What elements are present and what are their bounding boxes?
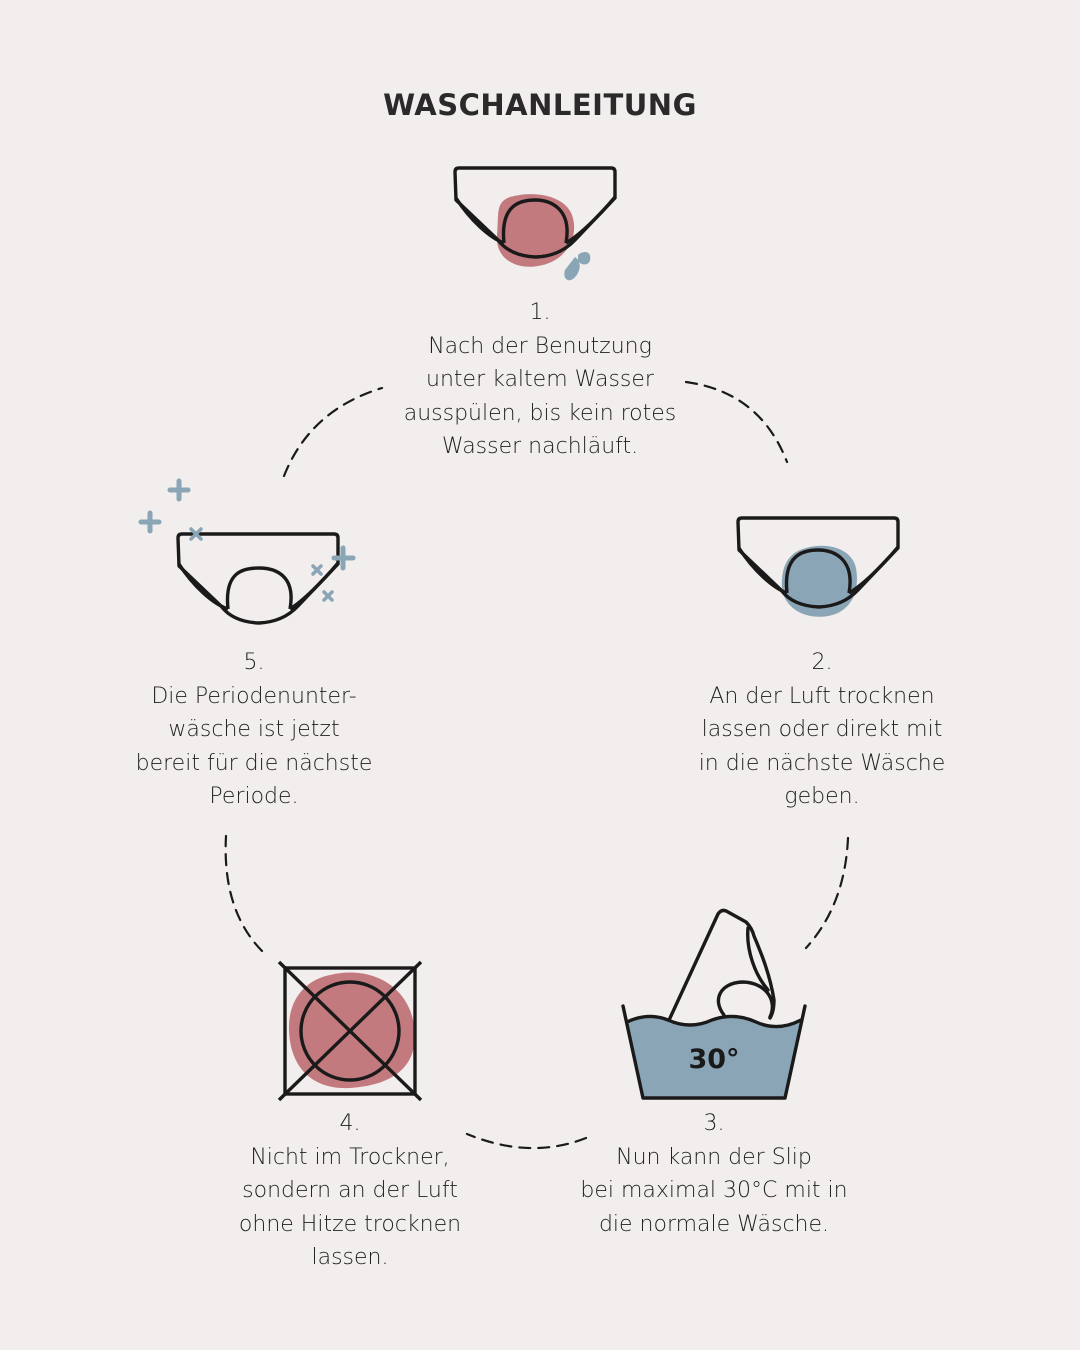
step-number: 3. <box>703 1111 725 1136</box>
arc-2-to-3 <box>804 836 850 950</box>
step-3: 3. Nun kann der Slip bei maximal 30°C mi… <box>564 1107 864 1241</box>
step-text-line: lassen. <box>311 1245 389 1271</box>
step-1: 1. Nach der Benutzung unter kaltem Wasse… <box>380 296 700 464</box>
step-4: 4. Nicht im Trockner, sondern an der Luf… <box>200 1107 500 1275</box>
arc-5-to-1 <box>282 386 384 478</box>
step-number: 1. <box>529 300 551 325</box>
step-text-line: ausspülen, bis kein rotes <box>403 400 677 426</box>
step-number: 2. <box>811 650 833 675</box>
step-2: 2. An der Luft trocknen lassen oder dire… <box>672 646 972 814</box>
page-title: WASCHANLEITUNG <box>383 88 697 122</box>
step-number: 5. <box>243 650 265 675</box>
wash-temperature-label: 30° <box>688 1044 739 1075</box>
arc-1-to-2 <box>684 380 789 464</box>
step-text-line: Nun kann der Slip <box>616 1144 812 1170</box>
step-text-line: bereit für die nächste <box>135 750 373 776</box>
step-text-line: sondern an der Luft <box>242 1178 458 1204</box>
step-text-line: Wasser nachläuft. <box>441 434 639 460</box>
step-text-line: geben. <box>784 784 860 810</box>
step-text-line: die normale Wäsche. <box>598 1211 830 1237</box>
step-text-line: Die Periodenunter- <box>151 683 357 709</box>
step-text-line: in die nächste Wäsche <box>698 750 946 776</box>
step-text-line: ohne Hitze trocknen <box>238 1211 462 1237</box>
step-text-line: bei maximal 30°C mit in <box>580 1178 848 1204</box>
step-text-line: An der Luft trocknen <box>709 683 935 709</box>
step-text-line: Nach der Benutzung <box>428 333 652 359</box>
step-text-line: lassen oder direkt mit <box>701 717 943 743</box>
step-text-line: wäsche ist jetzt <box>168 717 340 743</box>
step-number: 4. <box>339 1111 361 1136</box>
arc-3-to-4 <box>465 1132 588 1150</box>
step-5: 5. Die Periodenunter- wäsche ist jetzt b… <box>104 646 404 814</box>
step-text-line: unter kaltem Wasser <box>426 367 654 393</box>
arc-4-to-5 <box>224 834 264 953</box>
step-text-line: Nicht im Trockner, <box>250 1144 450 1170</box>
step-text-line: Periode. <box>209 784 299 810</box>
